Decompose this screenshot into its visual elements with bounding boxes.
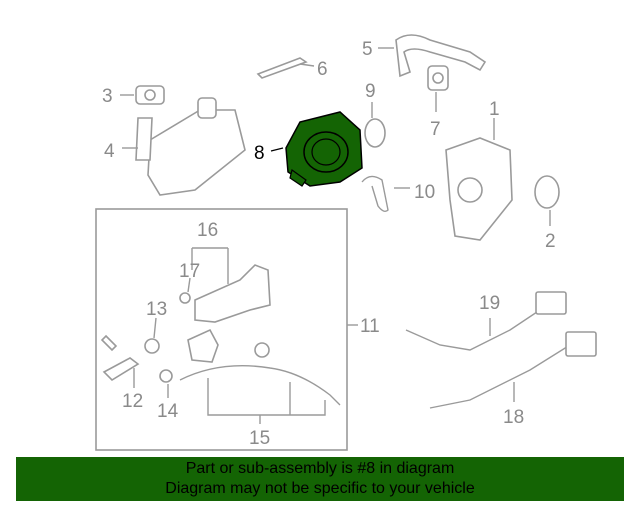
callout-9: 9 — [365, 81, 376, 102]
part-19-sensor[interactable] — [405, 291, 567, 351]
callout-12: 12 — [122, 391, 143, 412]
callout-19: 19 — [479, 293, 500, 314]
part-10-clamp[interactable] — [361, 175, 410, 213]
part-14-nut[interactable] — [159, 369, 173, 398]
part-13-nut[interactable] — [144, 317, 160, 354]
part-12-bracket[interactable] — [100, 334, 140, 388]
part-15-sensor-harness[interactable] — [179, 328, 341, 424]
part-6-strip[interactable] — [256, 57, 315, 79]
part-9-o-ring[interactable] — [364, 102, 386, 148]
info-banner: Part or sub-assembly is #8 in diagram Di… — [16, 457, 624, 501]
callout-14: 14 — [157, 401, 179, 422]
callout-4: 4 — [104, 141, 115, 162]
part-1-egr-valve[interactable] — [445, 118, 513, 241]
callout-5: 5 — [362, 39, 373, 60]
callout-16: 16 — [197, 220, 218, 241]
callout-10: 10 — [414, 182, 435, 203]
banner-line-2: Diagram may not be specific to your vehi… — [165, 480, 475, 497]
banner-line-1: Part or sub-assembly is #8 in diagram — [185, 460, 455, 477]
callout-11: 11 — [360, 316, 380, 337]
callout-17: 17 — [179, 261, 200, 282]
part-5-pipe[interactable] — [378, 34, 487, 78]
part-2-o-ring[interactable] — [534, 175, 560, 226]
callout-18: 18 — [503, 407, 524, 428]
callout-13: 13 — [146, 299, 167, 320]
part-8-highlighted[interactable] — [270, 111, 363, 187]
part-4-egr-cooler[interactable] — [122, 97, 246, 196]
callout-8: 8 — [254, 143, 265, 164]
part-16-bracket[interactable] — [191, 247, 271, 323]
callout-3: 3 — [102, 86, 113, 107]
part-17-bolt[interactable] — [179, 277, 191, 304]
callout-6: 6 — [317, 59, 328, 80]
part-3-gasket[interactable] — [120, 85, 165, 105]
callout-15: 15 — [249, 428, 270, 449]
callout-7: 7 — [430, 119, 441, 140]
part-7-flange[interactable] — [427, 65, 449, 112]
callout-2: 2 — [545, 231, 556, 252]
callout-1: 1 — [489, 99, 500, 120]
part-18-sensor[interactable] — [429, 331, 597, 409]
sub-assembly-box — [95, 208, 348, 451]
